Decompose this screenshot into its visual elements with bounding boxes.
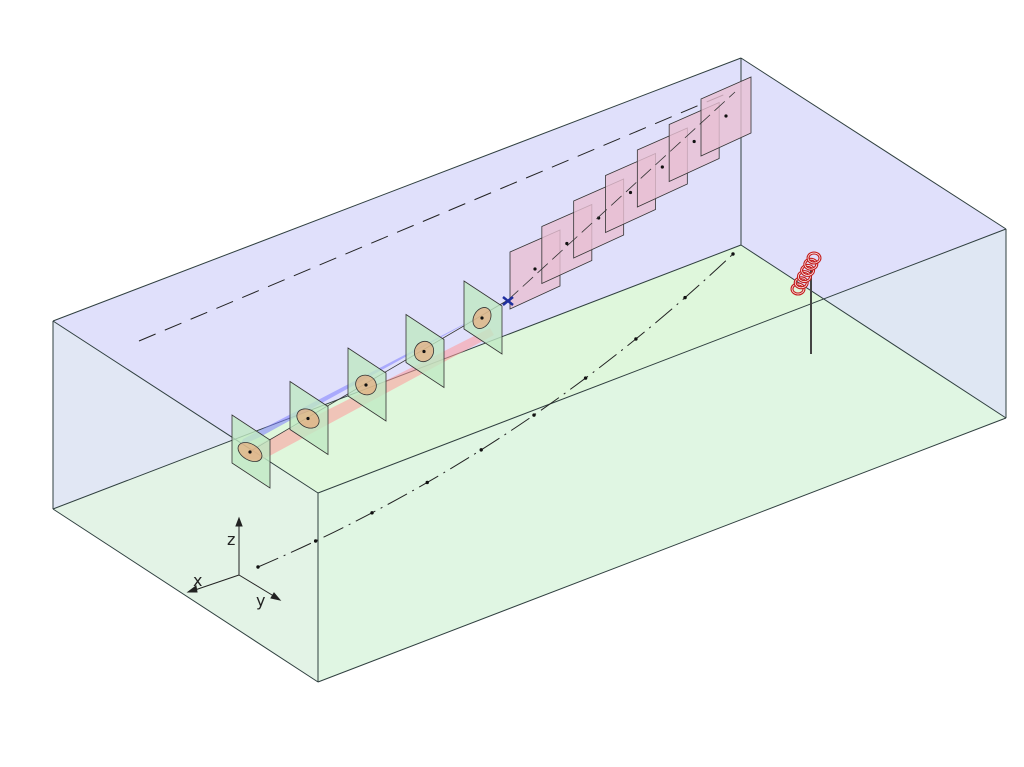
trajectory-dot	[532, 413, 536, 417]
floor-trajectory	[257, 253, 734, 568]
green-plane-group	[231, 280, 503, 489]
plane-center-dot	[692, 139, 696, 144]
plane-center-dot	[565, 241, 569, 246]
green-plane	[231, 414, 271, 489]
coil-ring-highlight	[798, 271, 811, 282]
side-wall	[318, 229, 1006, 682]
coil-ring-highlight	[791, 283, 805, 295]
pink-plane-group	[507, 76, 752, 310]
trajectory-dot	[425, 480, 429, 485]
plane-center-dot	[364, 383, 368, 387]
plane-center-dot	[306, 416, 310, 421]
plane-center-dot	[248, 450, 252, 454]
trajectory-dot	[256, 565, 260, 569]
trajectory-dot	[370, 511, 374, 515]
coordinate-axes	[186, 516, 282, 601]
trajectory-dot	[683, 295, 687, 300]
floor-trajectory-dots	[256, 252, 735, 569]
green-plane	[463, 280, 503, 355]
box-edges	[52, 57, 1007, 683]
focus-marker	[502, 296, 514, 306]
coil-ring-highlight	[807, 252, 821, 264]
plane-center-dot	[724, 114, 728, 118]
trajectory-dot	[583, 376, 588, 380]
plane-center-dot	[422, 349, 426, 354]
coil-ring-highlight	[794, 277, 808, 289]
y-axis-label: y	[256, 591, 265, 610]
plane-center-dot	[533, 267, 537, 271]
front-wall	[53, 321, 318, 682]
trajectory-dot	[634, 337, 638, 341]
trajectory-dot	[731, 252, 735, 256]
z-axis-label: z	[227, 530, 235, 549]
coil-icon	[790, 251, 822, 296]
green-plane	[347, 347, 387, 422]
trajectory-dot	[313, 539, 318, 543]
x-axis-label: x	[193, 571, 202, 590]
pink-axis	[507, 91, 736, 301]
plane-center-dot	[628, 190, 633, 195]
green-plane	[289, 380, 329, 456]
green-plane	[405, 313, 445, 389]
plane-center-dot	[660, 165, 664, 169]
plane-center-dot	[480, 316, 484, 320]
trajectory-dot	[479, 448, 483, 452]
coil-ring-highlight	[804, 258, 818, 270]
upper-dashed-line	[138, 92, 729, 342]
coil-ring-highlight	[801, 265, 814, 276]
